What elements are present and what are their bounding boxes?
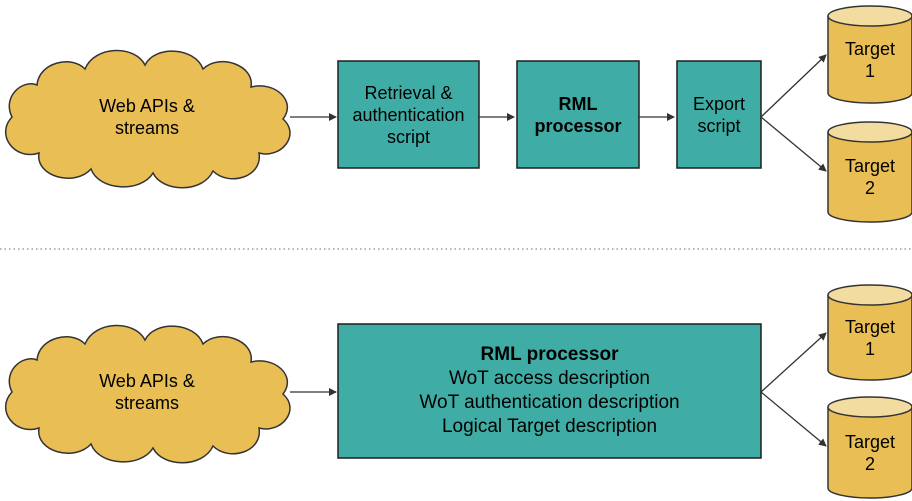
bottom-target1-line1: Target bbox=[844, 317, 896, 337]
top-retrieval-box bbox=[337, 60, 480, 169]
bottom-source-label: Web APIs & streams bbox=[57, 365, 237, 419]
top-export-line1: Export bbox=[692, 93, 746, 114]
top-target1-database bbox=[827, 5, 912, 104]
bottom-arrow-rml-to-target1 bbox=[760, 332, 827, 393]
top-source-line2: streams bbox=[114, 118, 179, 138]
top-rml-line1: RML bbox=[558, 93, 598, 114]
top-rml-box bbox=[516, 60, 640, 169]
bottom-arrow-rml-to-target2 bbox=[760, 391, 827, 447]
bottom-rml-line2: WoT authentication description bbox=[419, 392, 680, 413]
bottom-source-line1: Web APIs & bbox=[99, 371, 195, 391]
top-target2-line1: Target bbox=[844, 156, 896, 176]
bottom-rml-title: RML processor bbox=[480, 344, 619, 365]
top-export-label: Export script bbox=[677, 61, 761, 168]
bottom-source-line2: streams bbox=[114, 393, 179, 413]
top-rml-label: RML processor bbox=[517, 61, 639, 168]
bottom-target2-line2: 2 bbox=[864, 454, 875, 474]
top-source-label: Web APIs & streams bbox=[57, 90, 237, 144]
top-arrow-export-to-target1 bbox=[760, 54, 827, 118]
top-target2-label: Target 2 bbox=[828, 146, 912, 208]
top-export-line2: script bbox=[697, 115, 741, 136]
top-rml-line2: processor bbox=[534, 115, 622, 136]
top-arrow-export-to-target2 bbox=[760, 116, 827, 172]
top-retrieval-line2: authentication bbox=[352, 104, 465, 125]
top-target2-line2: 2 bbox=[864, 178, 875, 198]
top-source-line1: Web APIs & bbox=[99, 96, 195, 116]
bottom-target2-label: Target 2 bbox=[828, 421, 912, 485]
top-retrieval-line3: script bbox=[386, 126, 430, 147]
top-retrieval-label: Retrieval & authentication script bbox=[338, 61, 479, 168]
top-target1-line1: Target bbox=[844, 39, 896, 59]
top-export-box bbox=[676, 60, 762, 169]
top-target1-line2: 1 bbox=[864, 61, 875, 81]
top-retrieval-line1: Retrieval & bbox=[364, 82, 453, 103]
bottom-rml-line1: WoT access description bbox=[449, 368, 650, 389]
bottom-target2-database bbox=[827, 396, 912, 499]
bottom-rml-box bbox=[337, 323, 762, 459]
bottom-target1-line2: 1 bbox=[864, 339, 875, 359]
bottom-target2-line1: Target bbox=[844, 432, 896, 452]
bottom-target1-label: Target 1 bbox=[828, 309, 912, 367]
bottom-rml-label: RML processor WoT access description WoT… bbox=[338, 324, 761, 458]
bottom-target1-database bbox=[827, 284, 912, 381]
top-target2-database bbox=[827, 121, 912, 223]
top-target1-label: Target 1 bbox=[828, 30, 912, 90]
bottom-rml-line3: Logical Target description bbox=[441, 416, 658, 437]
